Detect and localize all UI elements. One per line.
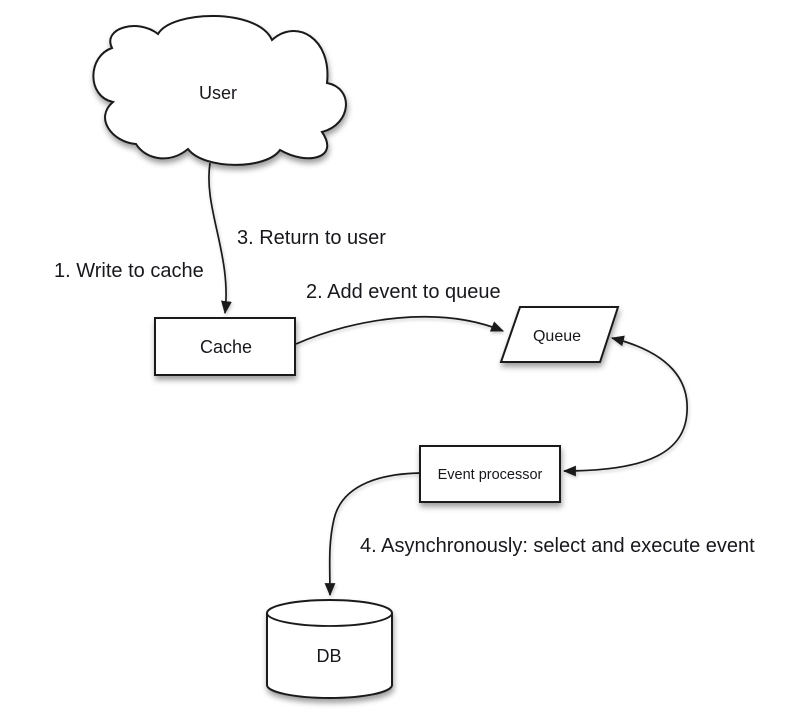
event-processor-box	[419, 445, 561, 503]
edge-queue-event-processor-bidirectional	[562, 335, 688, 477]
edge-cache-to-queue	[295, 316, 505, 345]
user-cloud-shape	[92, 15, 347, 166]
queue-parallelogram	[499, 306, 620, 363]
annotation-step1-write-to-cache: 1. Write to cache	[54, 260, 204, 282]
annotation-step4-asynchronously: 4. Asynchronously: select and execute ev…	[360, 535, 755, 557]
annotation-step3-return-to-user: 3. Return to user	[237, 227, 386, 249]
annotation-step2-add-event-to-queue: 2. Add event to queue	[306, 281, 501, 303]
nodes-group	[92, 15, 620, 699]
db-cylinder-top-rim	[266, 612, 393, 627]
edge-user-to-cache	[208, 162, 232, 315]
queue-label: Queue	[533, 328, 581, 345]
event-processor-label: Event processor	[438, 467, 543, 483]
cache-box	[154, 317, 296, 376]
edges-group	[208, 162, 688, 597]
db-cylinder	[266, 599, 393, 699]
node-labels-group: User Cache Queue Event processor DB	[199, 83, 581, 666]
cache-label: Cache	[200, 337, 252, 357]
db-label: DB	[316, 646, 341, 666]
annotations-group: 1. Write to cache 2. Add event to queue …	[54, 227, 755, 557]
user-label: User	[199, 83, 237, 103]
edge-event-processor-to-db	[324, 472, 421, 597]
